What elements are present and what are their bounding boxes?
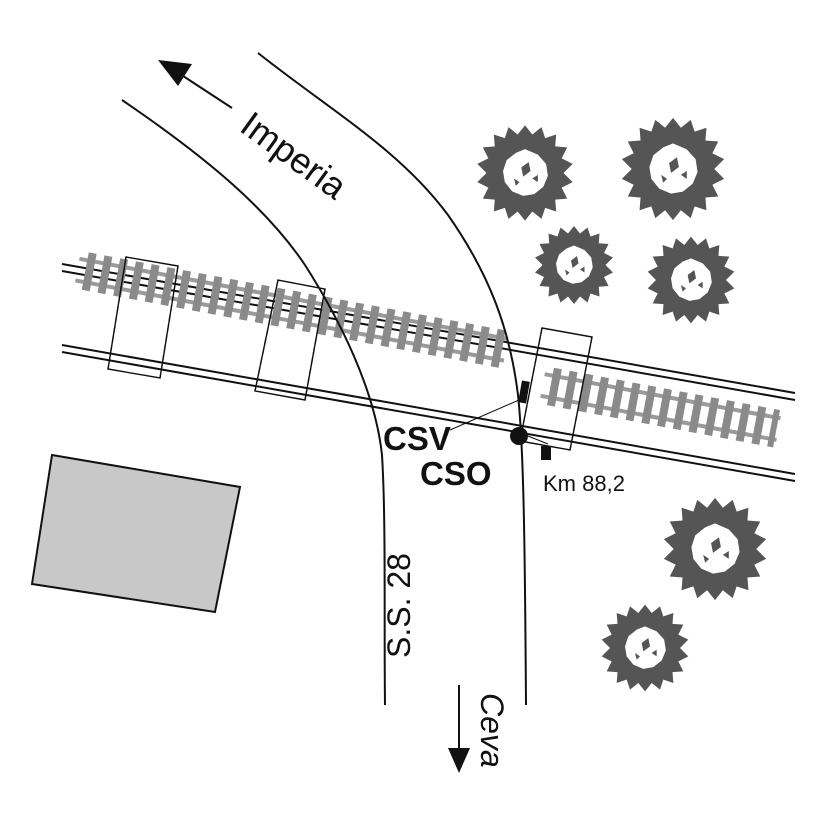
signal-csv [449, 380, 530, 431]
signal-label-cso: CSO [420, 455, 492, 492]
tree-icon [535, 226, 613, 304]
railway [61, 252, 796, 482]
km-marker [541, 446, 551, 460]
track-left [75, 252, 509, 368]
gantry-2 [254, 279, 326, 401]
arrow-icon [158, 60, 233, 109]
gantry-3 [519, 327, 593, 451]
signal-label-csv: CSV [383, 420, 451, 457]
tree-icon [663, 497, 767, 601]
tree-icon [647, 236, 735, 324]
tree-icon [601, 604, 689, 692]
signal-cso [510, 427, 549, 445]
tree-icon [621, 117, 725, 221]
arrow-icon [448, 685, 470, 773]
road [121, 52, 527, 706]
road-label: S.S. 28 [381, 553, 417, 658]
kilometre-label: Km 88,2 [543, 471, 625, 496]
track-right [540, 367, 781, 448]
building [30, 453, 242, 614]
tree-icon [477, 125, 573, 221]
gantry-1 [107, 256, 179, 379]
direction-label-ceva: Ceva [474, 693, 510, 768]
direction-label-imperia: Imperia [233, 103, 355, 207]
